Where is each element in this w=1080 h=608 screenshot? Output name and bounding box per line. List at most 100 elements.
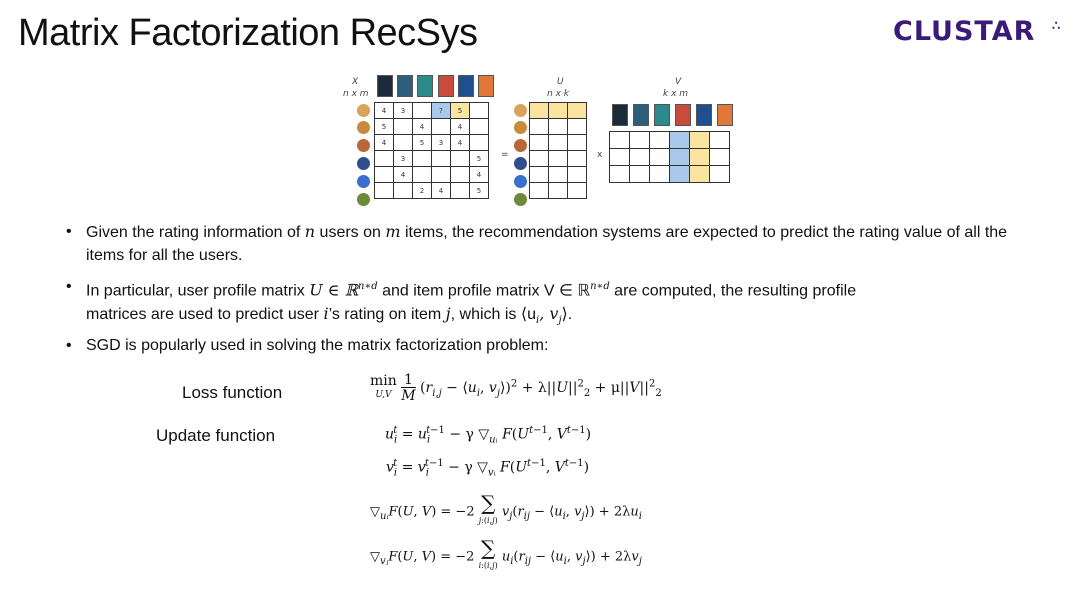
v-matrix-grid xyxy=(609,131,730,183)
u-cell xyxy=(548,102,568,119)
x-cell: 4 xyxy=(393,166,413,183)
book-icon xyxy=(654,104,670,126)
v-cell xyxy=(649,131,670,149)
x-cell: 3 xyxy=(393,150,413,167)
v-cell xyxy=(629,165,650,183)
user-avatar-icon xyxy=(514,157,527,170)
v-cell xyxy=(669,131,690,149)
u-cell xyxy=(548,182,568,199)
gradient-u-formula: ▽uᵢF(U, V) = −2 ∑j:(i,j) vj(rij − ⟨ui, v… xyxy=(370,491,642,525)
u-matrix-label: U xyxy=(557,77,564,87)
x-cell xyxy=(374,150,394,167)
x-cell xyxy=(412,150,432,167)
u-cell xyxy=(529,102,549,119)
x-cell: 3 xyxy=(431,134,451,151)
u-cell xyxy=(567,150,587,167)
book-icon xyxy=(633,104,649,126)
x-matrix-grid: 4 3 ? 5 5 4 4 4 5 3 4 3 xyxy=(374,102,489,199)
x-cell xyxy=(431,118,451,135)
x-cell xyxy=(431,150,451,167)
book-icon xyxy=(478,75,494,97)
x-cell xyxy=(431,166,451,183)
u-cell xyxy=(529,182,549,199)
v-matrix-label: V xyxy=(675,77,682,87)
bullet-1: • Given the rating information of n user… xyxy=(66,220,1026,268)
u-cell xyxy=(567,102,587,119)
v-cell xyxy=(669,148,690,166)
book-icon xyxy=(717,104,733,126)
v-cell xyxy=(709,148,730,166)
u-cell xyxy=(529,166,549,183)
update-function-label: Update function xyxy=(156,426,276,445)
user-avatar-icon xyxy=(357,121,370,134)
loss-function-label: Loss function xyxy=(182,383,283,402)
u-cell xyxy=(548,166,568,183)
x-cell xyxy=(450,182,470,199)
x-cell: 4 xyxy=(469,166,489,183)
x-cell xyxy=(469,102,489,119)
x-cell xyxy=(412,102,432,119)
user-avatar-icon xyxy=(514,175,527,188)
update-u-formula: uit = uit−1 − γ ▽uᵢ F(Ut−1, Vt−1) xyxy=(385,425,592,446)
u-cell xyxy=(548,134,568,151)
x-cell xyxy=(374,166,394,183)
x-cell xyxy=(393,118,413,135)
x-cell xyxy=(469,118,489,135)
x-matrix-dims: n x m xyxy=(343,89,369,99)
x-cell: 5 xyxy=(450,102,470,119)
u-matrix-grid xyxy=(529,102,587,199)
book-icon xyxy=(696,104,712,126)
book-icon xyxy=(612,104,628,126)
u-cell xyxy=(567,118,587,135)
v-cell xyxy=(629,131,650,149)
v-cell xyxy=(629,148,650,166)
u-cell xyxy=(567,166,587,183)
user-avatar-icon xyxy=(357,157,370,170)
v-cell xyxy=(649,165,670,183)
v-cell xyxy=(669,165,690,183)
user-avatar-icon xyxy=(514,193,527,206)
book-icon xyxy=(397,75,413,97)
u-cell xyxy=(529,134,549,151)
times-sign: x xyxy=(597,150,603,160)
v-cell xyxy=(609,148,630,166)
bullet-2: • In particular, user profile matrix U ∈… xyxy=(66,275,1026,327)
user-avatar-icon xyxy=(357,104,370,117)
bullet-1-text: Given the rating information of n users … xyxy=(86,222,1008,264)
u-cell xyxy=(529,118,549,135)
x-cell: 4 xyxy=(412,118,432,135)
x-cell: 5 xyxy=(374,118,394,135)
x-cell xyxy=(450,150,470,167)
v-cell xyxy=(709,165,730,183)
x-matrix-label: X xyxy=(352,77,359,87)
x-cell: 5 xyxy=(469,182,489,199)
update-v-formula: vit = vit−1 − γ ▽vᵢ F(Ut−1, Vt−1) xyxy=(386,458,590,479)
v-cell xyxy=(689,148,710,166)
gradient-v-formula: ▽vⱼF(U, V) = −2 ∑i:(i,j) ui(rij − ⟨ui, v… xyxy=(370,536,642,570)
v-cell xyxy=(709,131,730,149)
bullet-3: • SGD is popularly used in solving the m… xyxy=(66,334,1026,358)
bullet-dot: • xyxy=(66,223,72,240)
logo-dots-icon: ∴ xyxy=(1052,18,1061,33)
u-cell xyxy=(567,134,587,151)
x-cell: 5 xyxy=(469,150,489,167)
x-cell: 4 xyxy=(450,118,470,135)
x-cell: 3 xyxy=(393,102,413,119)
user-avatar-icon xyxy=(357,139,370,152)
u-cell xyxy=(548,118,568,135)
x-cell xyxy=(469,134,489,151)
user-avatar-icon xyxy=(357,175,370,188)
x-cell: 4 xyxy=(374,102,394,119)
x-cell xyxy=(412,166,432,183)
x-cell: 5 xyxy=(412,134,432,151)
u-cell xyxy=(548,150,568,167)
x-cell: 4 xyxy=(450,134,470,151)
book-icon xyxy=(438,75,454,97)
v-cell xyxy=(689,165,710,183)
slide-title: Matrix Factorization RecSys xyxy=(18,12,478,54)
x-cell: 4 xyxy=(374,134,394,151)
x-cell xyxy=(393,182,413,199)
v-cell xyxy=(609,131,630,149)
user-avatar-icon xyxy=(514,121,527,134)
user-avatar-icon xyxy=(514,104,527,117)
